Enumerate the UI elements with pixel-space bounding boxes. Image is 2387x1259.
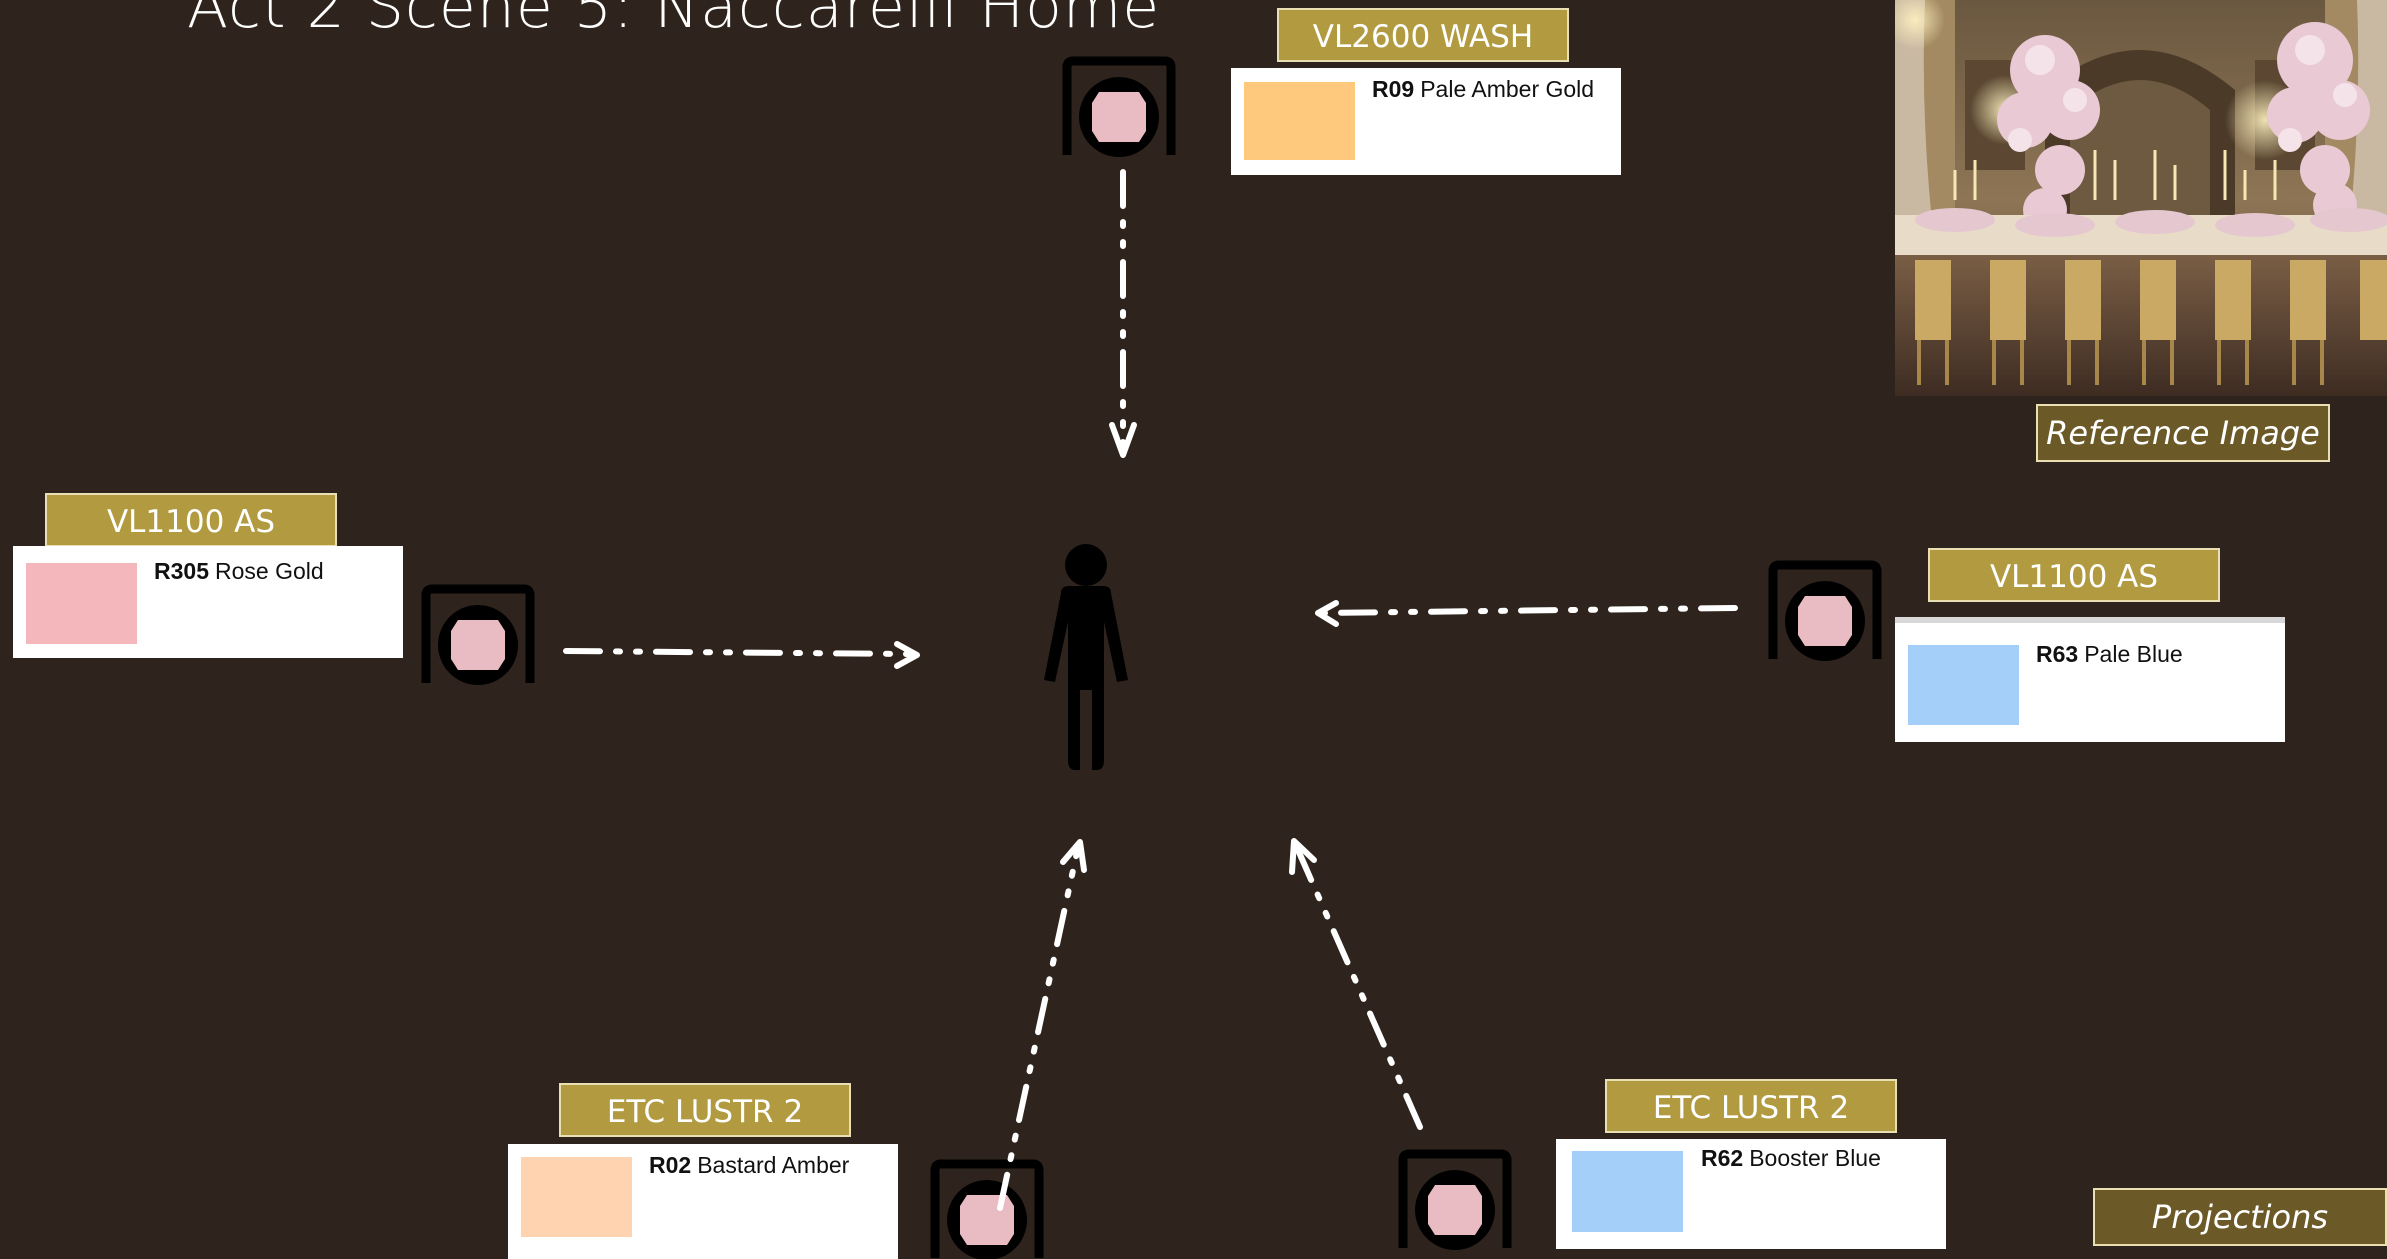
gel-name-top: Pale Amber Gold xyxy=(1420,76,1595,102)
reference-image xyxy=(1895,0,2387,396)
arrow-icon-left xyxy=(894,641,920,669)
beam-left xyxy=(563,648,913,657)
arrow-icon-right xyxy=(1315,600,1339,627)
gel-code-bottom-left: R02 xyxy=(649,1152,692,1178)
arrow-icon-bottom-left xyxy=(1060,839,1087,873)
gel-name-bottom-right: Booster Blue xyxy=(1749,1145,1881,1171)
gel-name-right: Pale Blue xyxy=(2084,641,2183,667)
scene-title: Act 2 Scene 5: Naccarelli Home xyxy=(187,0,1161,42)
fixture-label-top: VL2600 WASH xyxy=(1277,8,1569,62)
moving-light-icon-bottom-right xyxy=(1403,1154,1507,1250)
gel-code-right: R63 xyxy=(2036,641,2079,667)
moving-light-icon-left xyxy=(426,589,530,685)
gel-code-bottom-right: R62 xyxy=(1701,1145,1744,1171)
person-icon xyxy=(1044,544,1128,770)
reference-photo-art xyxy=(1895,0,2387,396)
gel-swatch-bottom-left xyxy=(521,1157,632,1237)
beam-bottom-left xyxy=(997,849,1080,1211)
beam-bottom-right xyxy=(1295,847,1423,1130)
reference-image-caption: Reference Image xyxy=(2036,404,2330,462)
moving-light-icon-top xyxy=(1067,61,1171,157)
gel-swatch-right xyxy=(1908,645,2019,725)
gel-code-left: R305 xyxy=(154,558,209,584)
moving-light-icon-right xyxy=(1773,565,1877,661)
fixture-label-bottom-right: ETC LUSTR 2 xyxy=(1605,1079,1897,1133)
projections-label: Projections xyxy=(2093,1188,2387,1246)
fixture-label-right: VL1100 AS xyxy=(1928,548,2220,602)
gel-code-top: R09 xyxy=(1372,76,1415,102)
fixture-label-left: VL1100 AS xyxy=(45,493,337,547)
gel-name-bottom-left: Bastard Amber xyxy=(697,1152,850,1178)
gel-swatch-top xyxy=(1244,82,1355,160)
gel-name-left: Rose Gold xyxy=(214,558,324,584)
arrow-icon-bottom-right xyxy=(1289,838,1317,875)
gel-swatch-bottom-right xyxy=(1572,1151,1683,1232)
arrow-icon-top xyxy=(1109,422,1137,458)
gel-swatch-left xyxy=(26,563,137,644)
moving-light-icon-bottom-left xyxy=(935,1164,1039,1259)
beam-right xyxy=(1320,605,1738,616)
fixture-label-bottom-left: ETC LUSTR 2 xyxy=(559,1083,851,1137)
